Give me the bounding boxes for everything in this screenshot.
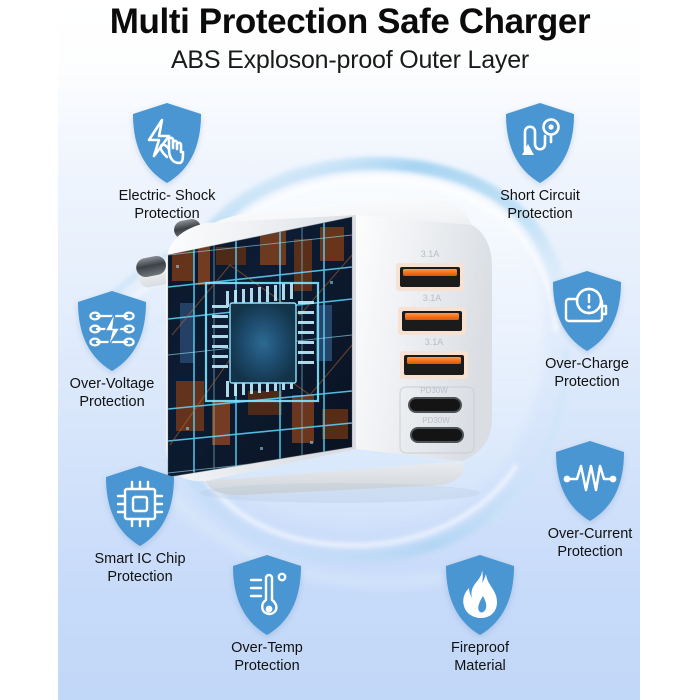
header: Multi Protection Safe Charger ABS Explos…	[0, 0, 700, 75]
page-title: Multi Protection Safe Charger	[109, 2, 591, 41]
shield-icon-wrap	[27, 288, 197, 374]
battery-alert-icon	[553, 271, 621, 351]
shield-icon-wrap	[455, 100, 625, 186]
usb-c-port-2	[410, 427, 464, 443]
feature-label: Fireproof Material	[395, 640, 565, 675]
feature-label-line2: Protection	[134, 205, 200, 222]
feature-label-line1: Over-Charge	[545, 356, 629, 372]
feature-label: Electric- Shock Protection	[82, 188, 252, 223]
voltage-bolt-icon	[78, 291, 146, 371]
feature-label-line2: Protection	[79, 393, 145, 410]
usb-c-port-1-label: PD30W	[420, 386, 448, 395]
feature-label-line2: Protection	[234, 657, 300, 674]
usb-a-port-3-label: 3.1A	[425, 337, 444, 347]
feature-over-temp: Over-Temp Protection	[182, 552, 352, 675]
shield-icon-wrap	[182, 552, 352, 638]
usb-c-port-2-label: PD30W	[422, 416, 450, 425]
usb-a-port-2	[398, 307, 466, 335]
usb-a-port-1	[396, 263, 464, 291]
feature-label-line2: Material	[454, 657, 506, 674]
shield-icon-wrap	[82, 100, 252, 186]
usb-c-port-1	[408, 397, 462, 413]
feature-label-line1: Over-Temp	[231, 640, 303, 656]
feature-label-line1: Over-Voltage	[69, 376, 155, 392]
page-subtitle: ABS Exploson-proof Outer Layer	[170, 46, 530, 74]
feature-label-line1: Smart IC Chip	[94, 551, 186, 567]
usb-a-port-3	[400, 351, 468, 379]
shield-icon-wrap	[55, 463, 225, 549]
resistor-wave-icon	[556, 441, 624, 521]
feature-label-line2: Protection	[554, 373, 620, 390]
feature-over-voltage: Over-Voltage Protection	[27, 288, 197, 411]
feature-label: Over-Charge Protection	[502, 356, 672, 391]
feature-over-current: Over-Current Protection	[505, 438, 675, 561]
feature-label-line1: Fireproof	[450, 640, 510, 656]
hand-lightning-icon	[133, 103, 201, 183]
feature-fireproof: Fireproof Material	[395, 552, 565, 675]
feature-label-line1: Short Circuit	[500, 188, 580, 204]
shield-icon-wrap	[505, 438, 675, 524]
feature-electric-shock: Electric- Shock Protection	[82, 100, 252, 223]
feature-label-line1: Over-Current	[547, 526, 633, 542]
feature-over-charge: Over-Charge Protection	[502, 268, 672, 391]
feature-label-line2: Protection	[557, 543, 623, 560]
feature-label-line1: Electric- Shock	[118, 188, 216, 204]
circuit-path-icon	[506, 103, 574, 183]
feature-label: Over-Voltage Protection	[27, 376, 197, 411]
chip-die	[229, 302, 297, 384]
flame-icon	[446, 555, 514, 635]
feature-label: Over-Temp Protection	[182, 640, 352, 675]
shield-icon-wrap	[502, 268, 672, 354]
thermometer-icon	[233, 555, 301, 635]
shield-icon-wrap	[395, 552, 565, 638]
usb-a-port-1-label: 3.1A	[421, 249, 440, 259]
feature-short-circuit: Short Circuit Protection	[455, 100, 625, 223]
feature-label: Short Circuit Protection	[455, 188, 625, 223]
feature-label-line2: Protection	[107, 568, 173, 585]
feature-label: Over-Current Protection	[505, 526, 675, 561]
usb-a-port-2-label: 3.1A	[423, 293, 442, 303]
feature-label-line2: Protection	[507, 205, 573, 222]
microchip-icon	[106, 466, 174, 546]
